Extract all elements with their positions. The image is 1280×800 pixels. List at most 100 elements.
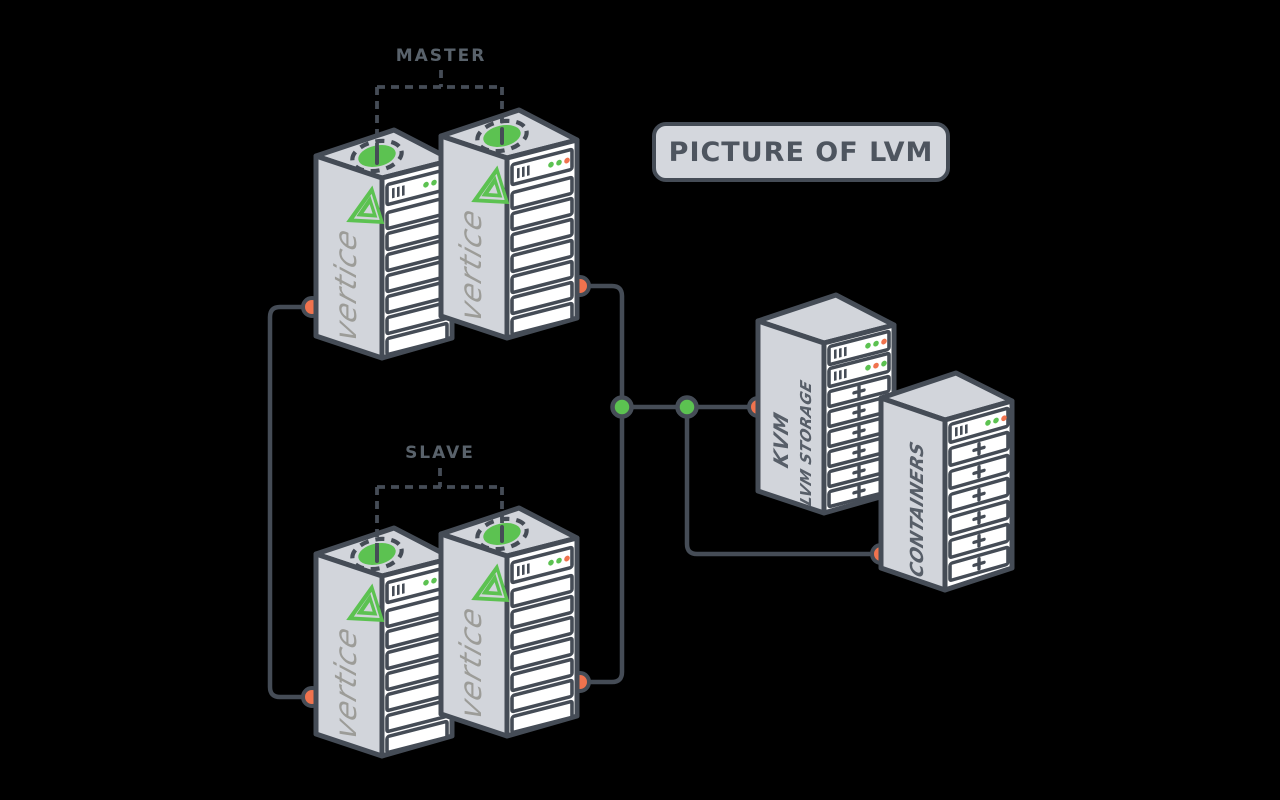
drive-bay bbox=[510, 196, 574, 232]
plus-icon bbox=[852, 484, 866, 499]
status-led-green-icon bbox=[431, 577, 437, 584]
status-led-green-icon bbox=[556, 159, 562, 166]
kvm-label-line1: KVM bbox=[770, 409, 793, 471]
drive-bay bbox=[510, 699, 574, 735]
vent-grille-icon bbox=[517, 565, 520, 577]
status-led-green-icon bbox=[548, 559, 554, 566]
drive-bay bbox=[510, 678, 574, 714]
status-led-orange-icon bbox=[881, 338, 887, 345]
plus-icon bbox=[972, 442, 986, 456]
trunk-to-containers-line bbox=[684, 407, 881, 557]
status-led-green-icon bbox=[985, 419, 991, 426]
brand-label: vertice bbox=[329, 224, 364, 346]
side-face-content: vertice bbox=[454, 165, 510, 326]
status-led-green-icon bbox=[873, 340, 879, 347]
vent-grille-icon bbox=[522, 564, 525, 576]
vent-grille-icon bbox=[397, 186, 400, 198]
status-led-orange-icon bbox=[1001, 415, 1007, 422]
plus-icon bbox=[972, 511, 986, 525]
junction-dot bbox=[610, 395, 634, 419]
side-face-content: KVM LVM STORAGE bbox=[770, 378, 815, 508]
server-master-left: vertice bbox=[313, 127, 455, 361]
brand-label: vertice bbox=[454, 204, 489, 326]
status-led-green-icon bbox=[423, 579, 429, 586]
plus-icon bbox=[972, 557, 986, 571]
status-led-green-icon bbox=[881, 360, 887, 367]
slave-bracket bbox=[375, 468, 504, 554]
plus-icon bbox=[852, 404, 866, 419]
front-face-content bbox=[385, 565, 449, 755]
vent-grille-icon bbox=[839, 347, 842, 358]
vertice-logo-icon bbox=[471, 563, 510, 602]
drive-bay bbox=[510, 259, 574, 295]
plus-icon bbox=[972, 534, 986, 548]
drive-bay bbox=[510, 636, 574, 672]
vent-grille-icon bbox=[392, 585, 395, 597]
diagram-title-text: PICTURE OF LVM bbox=[668, 136, 934, 168]
vent-grille-icon bbox=[522, 166, 525, 178]
front-face-content bbox=[510, 545, 574, 735]
vent-grille-icon bbox=[965, 424, 968, 434]
vertice-logo-icon bbox=[346, 583, 385, 622]
drive-bay bbox=[510, 301, 574, 337]
kvm-label-line2: LVM STORAGE bbox=[797, 378, 815, 508]
plus-drive-bays bbox=[948, 430, 1010, 582]
side-face-content: vertice bbox=[454, 563, 510, 724]
vertice-logo-icon bbox=[471, 165, 510, 204]
plus-icon bbox=[852, 464, 866, 479]
vent-grille-icon bbox=[834, 371, 837, 381]
drive-bay bbox=[510, 573, 574, 609]
vent-grille-icon bbox=[834, 349, 837, 359]
status-led-orange-icon bbox=[564, 157, 570, 164]
status-led-green-icon bbox=[431, 179, 437, 186]
drive-bay bbox=[510, 238, 574, 274]
led-panel bbox=[948, 406, 1010, 444]
front-face-content bbox=[510, 147, 574, 337]
status-led-green-icon bbox=[865, 342, 871, 349]
server-slave-left: vertice bbox=[313, 525, 455, 759]
vent-grille-icon bbox=[527, 165, 530, 176]
server-master-right: vertice bbox=[438, 107, 580, 341]
slave-label: SLAVE bbox=[405, 443, 475, 463]
status-led-green-icon bbox=[865, 364, 871, 371]
vent-grille-icon bbox=[392, 187, 395, 199]
master-label: MASTER bbox=[395, 46, 487, 66]
diagram-title: PICTURE OF LVM bbox=[652, 122, 950, 182]
drive-bay bbox=[510, 657, 574, 693]
plus-icon bbox=[972, 488, 986, 502]
plus-icon bbox=[852, 444, 866, 459]
drive-bay bbox=[510, 217, 574, 253]
brand-label: vertice bbox=[329, 622, 364, 744]
front-face-content bbox=[948, 406, 1010, 582]
vent-grille-icon bbox=[527, 563, 530, 574]
status-led-green-icon bbox=[548, 161, 554, 168]
brand-label: vertice bbox=[454, 602, 489, 724]
status-led-green-icon bbox=[556, 557, 562, 564]
vent-grille-icon bbox=[960, 425, 963, 436]
plus-icon bbox=[852, 424, 866, 439]
vent-grille-icon bbox=[844, 346, 847, 357]
containers-label: CONTAINERS bbox=[907, 439, 927, 580]
plus-icon bbox=[852, 384, 866, 399]
status-led-orange-icon bbox=[873, 362, 879, 369]
vent-grille-icon bbox=[397, 584, 400, 596]
drive-bay bbox=[385, 321, 449, 357]
status-led-green-icon bbox=[993, 417, 999, 424]
side-face-content: CONTAINERS bbox=[907, 439, 927, 580]
drive-bay bbox=[510, 615, 574, 651]
drive-bay bbox=[510, 280, 574, 316]
junction-dot bbox=[675, 395, 699, 419]
drive-bay bbox=[510, 175, 574, 211]
status-led-orange-icon bbox=[564, 555, 570, 562]
master-bracket bbox=[375, 70, 504, 156]
vent-grille-icon bbox=[402, 583, 405, 594]
vent-grille-icon bbox=[517, 167, 520, 179]
drive-bay bbox=[385, 719, 449, 755]
side-face-content: vertice bbox=[329, 185, 385, 346]
plus-icon bbox=[972, 465, 986, 479]
front-face-content bbox=[385, 167, 449, 357]
master-slave-left-link-line bbox=[267, 304, 312, 700]
server-containers: CONTAINERS bbox=[878, 370, 1015, 593]
side-face-content: vertice bbox=[329, 583, 385, 744]
